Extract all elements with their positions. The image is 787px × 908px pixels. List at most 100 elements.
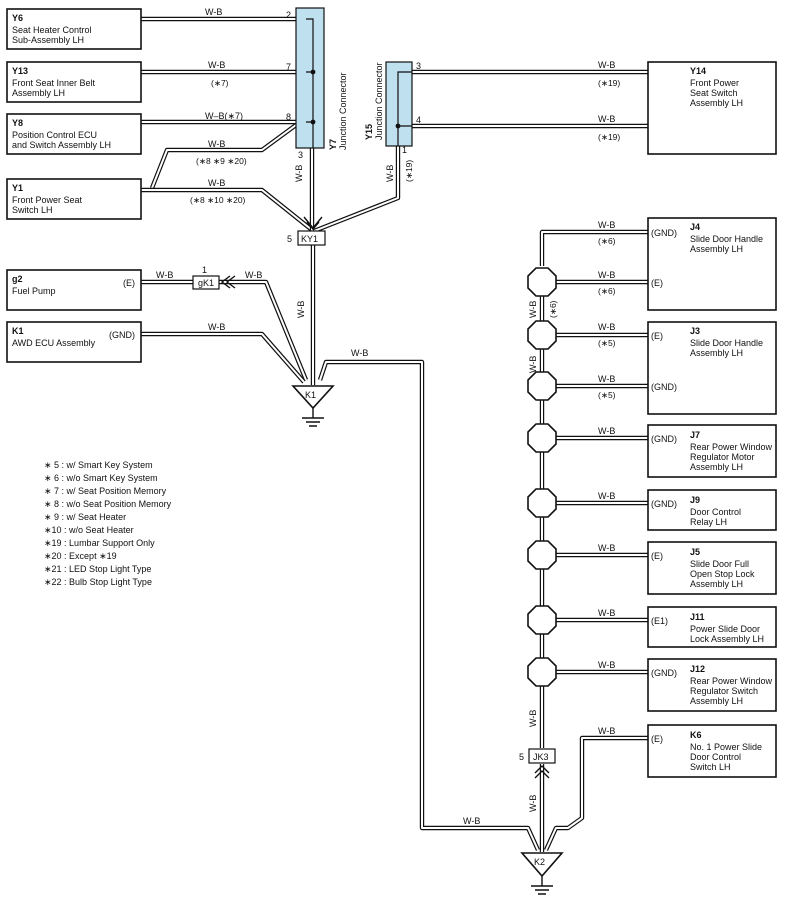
wire-note: (∗19): [598, 78, 620, 88]
legend-item: ∗19 : Lumbar Support Only: [44, 538, 155, 548]
splice-points: [527, 267, 557, 687]
svg-text:K2: K2: [534, 857, 545, 867]
svg-text:Door Control: Door Control: [690, 507, 741, 517]
svg-text:AWD ECU Assembly: AWD ECU Assembly: [12, 338, 96, 348]
wire-label: W-B: [385, 165, 395, 182]
svg-text:Y1: Y1: [12, 183, 23, 193]
legend-item: ∗10 : w/o Seat Heater: [44, 525, 134, 535]
component-y13: Y13 Front Seat Inner Belt Assembly LH: [6, 61, 142, 103]
wire-label: W-B: [528, 795, 538, 812]
component-j4: J4 Slide Door Handle Assembly LH (GND) (…: [647, 217, 777, 311]
component-y14: Y14 Front Power Seat Switch Assembly LH: [647, 61, 777, 155]
svg-text:Assembly LH: Assembly LH: [690, 98, 743, 108]
wire-label: W-B: [463, 816, 480, 826]
wire-label: W-B: [528, 356, 538, 373]
svg-text:2: 2: [286, 10, 291, 20]
svg-text:Sub-Assembly LH: Sub-Assembly LH: [12, 35, 84, 45]
svg-text:J12: J12: [690, 664, 705, 674]
wire-label: W-B: [245, 270, 262, 280]
svg-text:J3: J3: [690, 326, 700, 336]
svg-text:Y13: Y13: [12, 66, 28, 76]
component-j7: J7 Rear Power Window Regulator Motor Ass…: [647, 424, 777, 478]
svg-text:Y8: Y8: [12, 118, 23, 128]
svg-text:4: 4: [416, 115, 421, 125]
svg-text:5: 5: [287, 234, 292, 244]
svg-text:Front Seat Inner Belt: Front Seat Inner Belt: [12, 78, 96, 88]
component-j12: J12 Rear Power Window Regulator Switch A…: [647, 658, 777, 712]
wire-label: W-B: [208, 60, 225, 70]
svg-text:Slide Door Handle: Slide Door Handle: [690, 338, 763, 348]
wire-note: (∗6): [598, 236, 616, 246]
splice-point: [527, 320, 557, 350]
connector-ky1: KY1 5: [287, 216, 326, 246]
svg-text:Y15: Y15: [364, 124, 374, 140]
svg-text:Seat Switch: Seat Switch: [690, 88, 738, 98]
svg-text:(E): (E): [651, 551, 663, 561]
svg-text:J7: J7: [690, 430, 700, 440]
wire-label: W–B(∗7): [205, 111, 243, 121]
legend-item: ∗ 6 : w/o Smart Key System: [44, 473, 158, 483]
svg-text:(GND): (GND): [651, 228, 677, 238]
wire-note: (∗5): [598, 338, 616, 348]
svg-text:Assembly LH: Assembly LH: [690, 696, 743, 706]
svg-text:7: 7: [286, 62, 291, 72]
svg-text:J9: J9: [690, 495, 700, 505]
svg-text:(GND): (GND): [651, 382, 677, 392]
wire-note: (∗19): [404, 160, 414, 182]
legend-item: ∗22 : Bulb Stop Light Type: [44, 577, 152, 587]
wire-label: W-B: [528, 710, 538, 727]
svg-text:Y7: Y7: [328, 139, 338, 150]
legend-item: ∗20 : Except ∗19: [44, 551, 117, 561]
wire-label: W-B: [528, 301, 538, 318]
wire-label: W-B: [598, 322, 615, 332]
svg-text:1: 1: [402, 145, 407, 155]
svg-text:K1: K1: [12, 326, 24, 336]
wire-label: W-B: [598, 114, 615, 124]
svg-text:K1: K1: [305, 390, 316, 400]
svg-text:(GND): (GND): [109, 330, 135, 340]
wire-note: (∗7): [211, 78, 229, 88]
legend: ∗ 5 : w/ Smart Key System ∗ 6 : w/o Smar…: [44, 460, 172, 587]
component-y8: Y8 Position Control ECU and Switch Assem…: [6, 113, 142, 155]
wire-note: (∗8 ∗10 ∗20): [190, 195, 246, 205]
wire-note: (∗6): [548, 300, 558, 318]
wire-label: W-B: [156, 270, 173, 280]
component-k6: K6 No. 1 Power Slide Door Control Switch…: [647, 724, 777, 778]
component-k1: K1 AWD ECU Assembly (GND): [6, 321, 142, 363]
svg-text:Assembly LH: Assembly LH: [690, 462, 743, 472]
svg-text:Position Control ECU: Position Control ECU: [12, 130, 97, 140]
svg-text:Seat Heater Control: Seat Heater Control: [12, 25, 92, 35]
svg-text:Assembly LH: Assembly LH: [690, 244, 743, 254]
svg-text:1: 1: [202, 265, 207, 275]
wire-label: W-B: [208, 139, 225, 149]
wire-label: W-B: [598, 374, 615, 384]
svg-text:Door Control: Door Control: [690, 752, 741, 762]
svg-text:(E): (E): [651, 278, 663, 288]
svg-text:5: 5: [519, 752, 524, 762]
wire-label: W-B: [598, 60, 615, 70]
svg-text:Power Slide Door: Power Slide Door: [690, 624, 760, 634]
svg-text:J11: J11: [690, 612, 705, 622]
svg-text:JK3: JK3: [533, 752, 549, 762]
svg-text:Regulator Motor: Regulator Motor: [690, 452, 755, 462]
splice-point: [527, 371, 557, 401]
wire-note: (∗5): [598, 390, 616, 400]
svg-text:g2: g2: [12, 274, 23, 284]
wire-label: W-B: [205, 7, 222, 17]
svg-text:(E): (E): [123, 278, 135, 288]
svg-text:gK1: gK1: [198, 278, 214, 288]
svg-text:Junction Connector: Junction Connector: [338, 72, 348, 150]
legend-item: ∗21 : LED Stop Light Type: [44, 564, 151, 574]
legend-item: ∗ 7 : w/ Seat Position Memory: [44, 486, 167, 496]
svg-text:J4: J4: [690, 222, 700, 232]
svg-text:3: 3: [416, 61, 421, 71]
svg-text:Assembly LH: Assembly LH: [690, 348, 743, 358]
wire-label: W-B: [296, 301, 306, 318]
wire-note: (∗6): [598, 286, 616, 296]
svg-text:J5: J5: [690, 547, 700, 557]
component-j5: J5 Slide Door Full Open Stop Lock Assemb…: [647, 541, 777, 595]
svg-text:and Switch Assembly LH: and Switch Assembly LH: [12, 140, 111, 150]
svg-text:Slide Door Handle: Slide Door Handle: [690, 234, 763, 244]
svg-text:Front Power Seat: Front Power Seat: [12, 195, 83, 205]
